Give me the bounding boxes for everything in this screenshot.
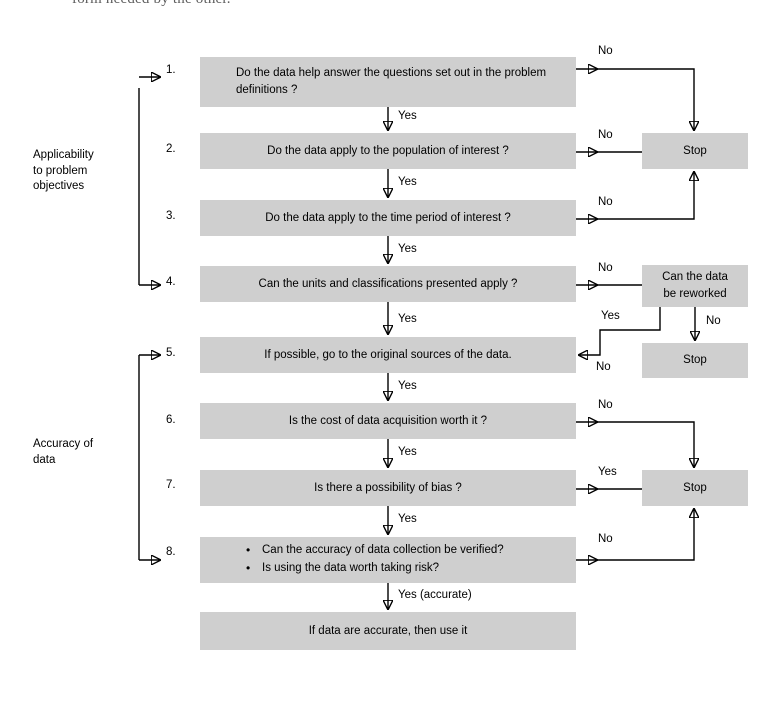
- step-box-7-text: Is there a possibility of bias ?: [314, 481, 462, 494]
- step-number-4: 4.: [166, 276, 176, 288]
- step-box-1[interactable]: Do the data help answer the questions se…: [200, 57, 576, 107]
- step-number-5: 5.: [166, 347, 176, 359]
- edge-label-rework-yes: Yes: [601, 310, 620, 322]
- step-box-7[interactable]: Is there a possibility of bias ?: [200, 470, 576, 506]
- stop-box-1-text: Stop: [683, 144, 707, 157]
- no-path-step-1-to-stop-1: [597, 68, 694, 130]
- edge-label-yes-4-5: Yes: [398, 313, 417, 325]
- edge-label-no-2: No: [598, 129, 613, 141]
- edge-label-yes-5-6: Yes: [398, 380, 417, 392]
- step-box-3[interactable]: Do the data apply to the time period of …: [200, 200, 576, 236]
- stop-box-3-text: Stop: [683, 481, 707, 494]
- step-number-6: 6.: [166, 414, 176, 426]
- step-number-2: 2.: [166, 143, 176, 155]
- edge-label-no-4: No: [598, 262, 613, 274]
- stop-box-3[interactable]: Stop: [642, 470, 748, 506]
- terminal-box-text: If data are accurate, then use it: [308, 624, 468, 637]
- edge-label-yes-1-2: Yes: [398, 110, 417, 122]
- step-number-7: 7.: [166, 479, 176, 491]
- rework-box[interactable]: Can the data be reworked: [642, 265, 748, 307]
- step-box-8-bullet-2: Is using the data worth taking risk?: [246, 559, 576, 578]
- edge-label-no-6: No: [598, 399, 613, 411]
- step-box-1-text: Do the data help answer the questions se…: [236, 67, 547, 96]
- edge-label-yes-7: Yes: [598, 466, 617, 478]
- edge-label-no-8: No: [598, 533, 613, 545]
- step-number-8: 8.: [166, 546, 176, 558]
- edge-label-yes-3-4: Yes: [398, 243, 417, 255]
- step-box-2[interactable]: Do the data apply to the population of i…: [200, 133, 576, 169]
- step-box-8-bullet-list: Can the accuracy of data collection be v…: [200, 541, 576, 578]
- edge-label-no-1: No: [598, 45, 613, 57]
- edge-label-rework-no-down: No: [706, 315, 721, 327]
- step-box-6-text: Is the cost of data acquisition worth it…: [288, 414, 488, 427]
- step-box-4-text: Can the units and classifications presen…: [258, 277, 518, 290]
- edge-label-yes-accurate: Yes (accurate): [398, 589, 472, 601]
- terminal-box-use-data[interactable]: If data are accurate, then use it: [200, 612, 576, 650]
- step-number-1: 1.: [166, 64, 176, 76]
- rework-box-text: Can the data be reworked: [662, 271, 728, 300]
- clipped-body-text-top: form needed by the other.: [72, 0, 231, 8]
- stop-box-2-text: Stop: [683, 354, 707, 367]
- stop-box-2[interactable]: Stop: [642, 343, 748, 378]
- no-path-step-6-to-stop-3: [597, 421, 694, 467]
- step-box-8-bullet-1: Can the accuracy of data collection be v…: [246, 541, 576, 560]
- stop-box-1[interactable]: Stop: [642, 133, 748, 169]
- step-box-5-text: If possible, go to the original sources …: [264, 348, 512, 361]
- group-label-applicability: Applicability to problem objectives: [33, 149, 94, 193]
- step-number-3: 3.: [166, 210, 176, 222]
- edge-label-no-3: No: [598, 196, 613, 208]
- step-box-6[interactable]: Is the cost of data acquisition worth it…: [200, 403, 576, 439]
- group-label-accuracy: Accuracy of data: [33, 438, 94, 466]
- edge-label-yes-6-7: Yes: [398, 446, 417, 458]
- step-box-3-text: Do the data apply to the time period of …: [265, 211, 511, 224]
- edge-label-yes-7-8: Yes: [398, 513, 417, 525]
- step-box-2-text: Do the data apply to the population of i…: [267, 144, 509, 157]
- edge-label-yes-2-3: Yes: [398, 176, 417, 188]
- edge-label-rework-no-back: No: [596, 361, 611, 373]
- step-box-5[interactable]: If possible, go to the original sources …: [200, 337, 576, 373]
- step-box-8[interactable]: Can the accuracy of data collection be v…: [200, 537, 576, 583]
- step-box-4[interactable]: Can the units and classifications presen…: [200, 266, 576, 302]
